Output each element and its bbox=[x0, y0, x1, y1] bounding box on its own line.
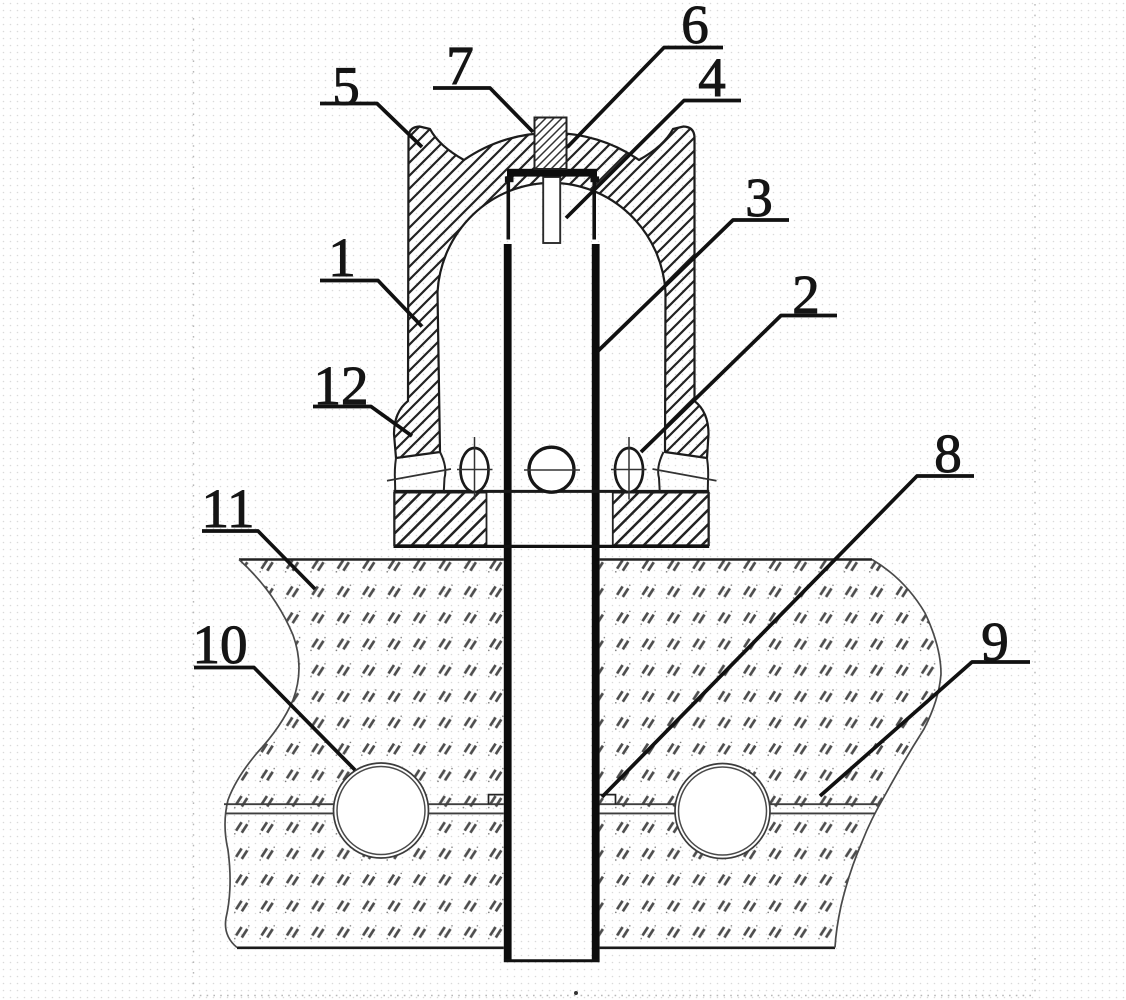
svg-text:6: 6 bbox=[681, 0, 709, 55]
svg-text:11: 11 bbox=[202, 478, 255, 539]
svg-text:10: 10 bbox=[193, 614, 248, 675]
svg-text:4: 4 bbox=[698, 47, 726, 108]
svg-text:2: 2 bbox=[792, 264, 820, 325]
svg-text:12: 12 bbox=[314, 355, 369, 416]
svg-text:5: 5 bbox=[332, 56, 360, 117]
svg-text:7: 7 bbox=[446, 35, 474, 96]
svg-text:8: 8 bbox=[934, 423, 962, 484]
svg-text:9: 9 bbox=[981, 611, 1009, 672]
svg-text:1: 1 bbox=[328, 227, 356, 288]
svg-text:3: 3 bbox=[745, 167, 773, 228]
